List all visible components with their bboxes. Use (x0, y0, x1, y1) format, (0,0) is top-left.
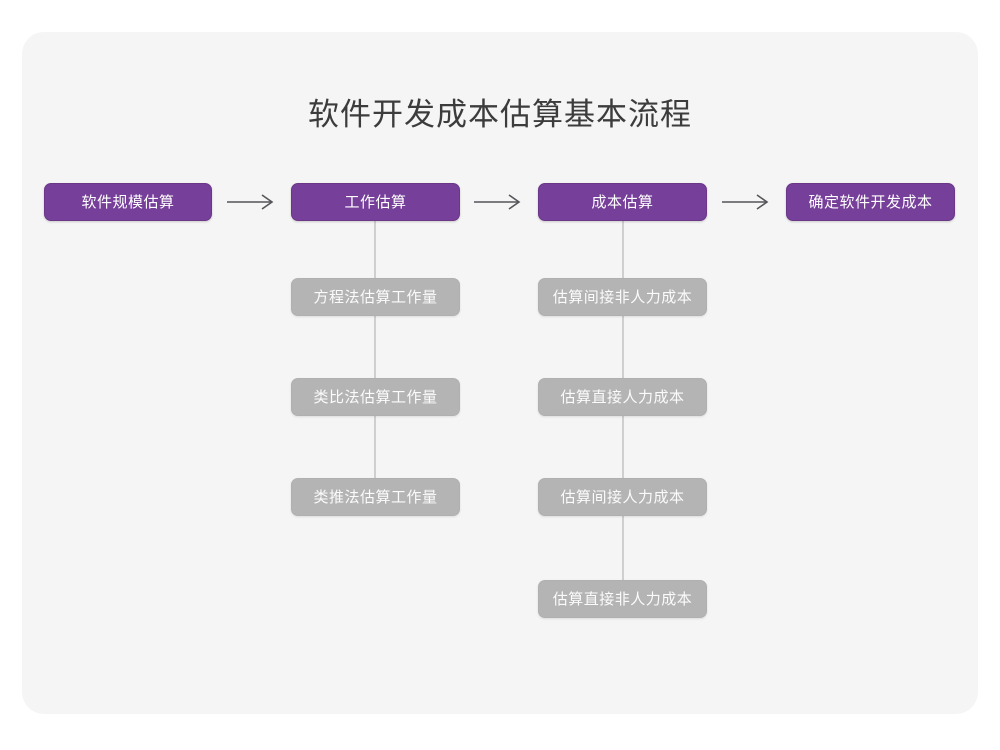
stage-node-determine-development-cost[interactable]: 确定软件开发成本 (786, 183, 955, 221)
substep-node-stage3-3[interactable]: 估算间接人力成本 (538, 478, 707, 516)
substep-label: 估算间接人力成本 (560, 488, 685, 506)
substep-node-stage3-4[interactable]: 估算直接非人力成本 (538, 580, 707, 618)
stage-node-software-scale-estimation[interactable]: 软件规模估算 (44, 183, 212, 221)
stage-2-label: 工作估算 (344, 193, 407, 211)
connector-stage2-vertical (374, 220, 376, 500)
stage-node-cost-estimation[interactable]: 成本估算 (538, 183, 707, 221)
page-title: 软件开发成本估算基本流程 (308, 97, 692, 133)
arrow-right-icon-2 (460, 183, 538, 221)
substep-label: 估算直接非人力成本 (552, 590, 693, 608)
stage-4-label: 确定软件开发成本 (808, 193, 933, 211)
substep-node-stage3-1[interactable]: 估算间接非人力成本 (538, 278, 707, 316)
stage-3-label: 成本估算 (591, 193, 654, 211)
arrow-right-icon-3 (707, 183, 786, 221)
stage-1-label: 软件规模估算 (81, 193, 175, 211)
substep-label: 估算直接人力成本 (560, 388, 685, 406)
stage-node-effort-estimation[interactable]: 工作估算 (291, 183, 460, 221)
substep-label: 方程法估算工作量 (313, 288, 438, 306)
substep-label: 估算间接非人力成本 (552, 288, 693, 306)
substep-label: 类推法估算工作量 (313, 488, 438, 506)
substep-node-stage2-1[interactable]: 方程法估算工作量 (291, 278, 460, 316)
substep-node-stage3-2[interactable]: 估算直接人力成本 (538, 378, 707, 416)
content-card (22, 32, 978, 714)
arrow-right-icon-1 (212, 183, 291, 221)
substep-node-stage2-2[interactable]: 类比法估算工作量 (291, 378, 460, 416)
substep-label: 类比法估算工作量 (313, 388, 438, 406)
substep-node-stage2-3[interactable]: 类推法估算工作量 (291, 478, 460, 516)
